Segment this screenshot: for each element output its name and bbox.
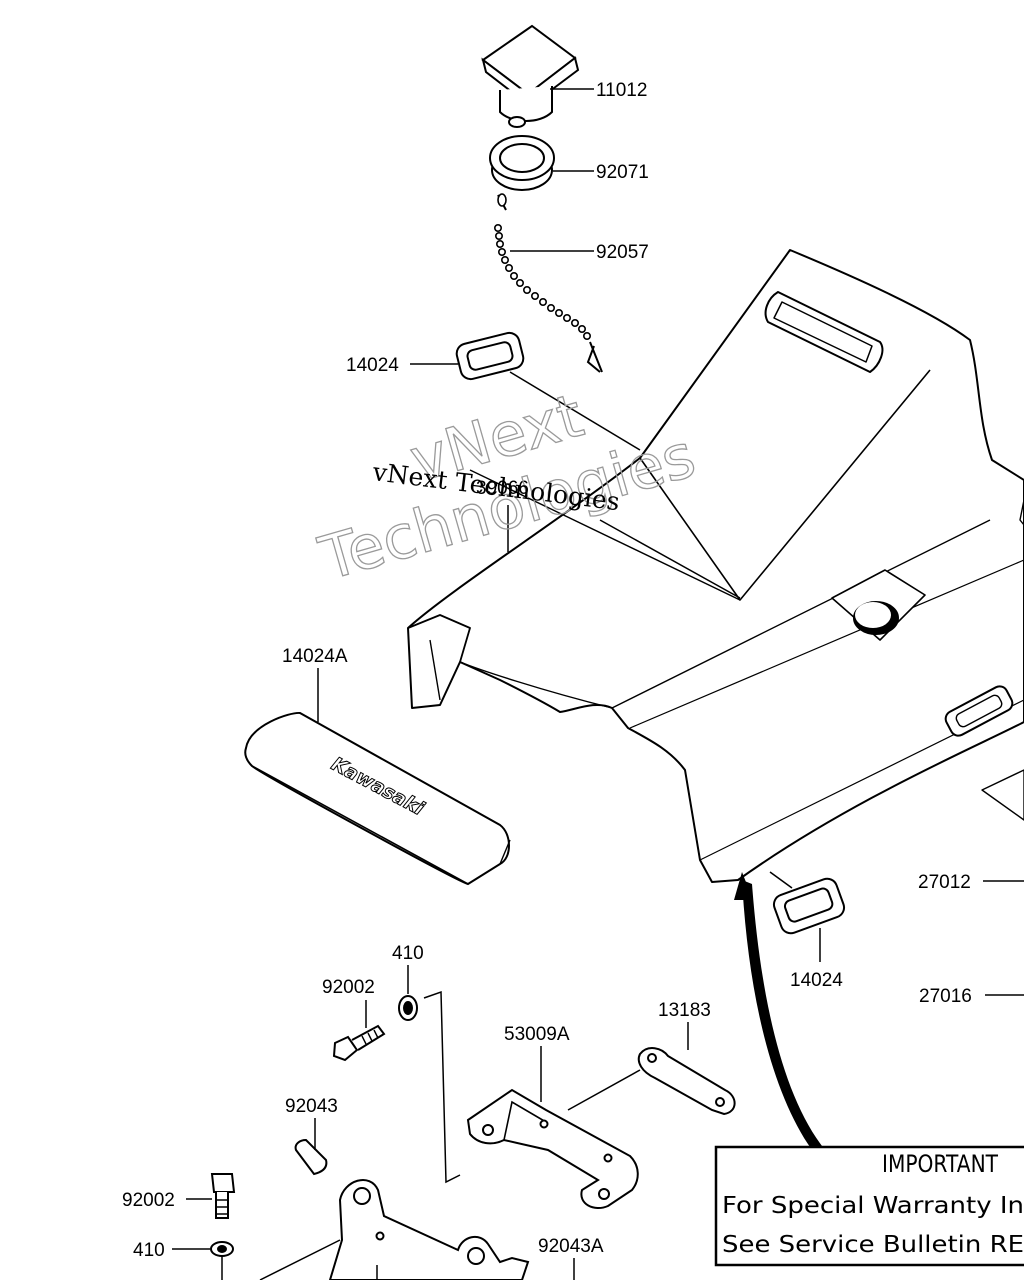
emblem-drawing xyxy=(244,711,511,886)
important-notice: IMPORTANT For Special Warranty In See Se… xyxy=(714,1145,1024,1267)
hardware-drawing xyxy=(210,995,418,1257)
part-labels: 11012 92071 92057 14024 39066 14024A 270… xyxy=(122,80,972,1261)
notice-line2: See Service Bulletin RE xyxy=(722,1232,1024,1258)
chain-drawing xyxy=(493,193,603,373)
label-53009a: 53009A xyxy=(504,1024,570,1045)
cover-side-slot xyxy=(944,685,1014,737)
notice-line1: For Special Warranty In xyxy=(722,1193,1024,1219)
label-92043a: 92043A xyxy=(538,1236,604,1257)
notice-title: IMPORTANT xyxy=(882,1150,998,1178)
leader-lines xyxy=(172,88,1024,1280)
seat-cover-drawing xyxy=(407,249,1024,883)
notice-arrow xyxy=(734,872,822,1150)
bracket-53009a-drawing xyxy=(466,1088,639,1209)
grommet-92071-drawing xyxy=(489,135,555,191)
label-92002-bottom: 92002 xyxy=(122,1190,175,1211)
label-27012: 27012 xyxy=(918,872,971,893)
label-92057: 92057 xyxy=(596,242,649,263)
label-92002-top: 92002 xyxy=(322,977,375,998)
cap-drawing xyxy=(481,24,580,128)
label-92071: 92071 xyxy=(596,162,649,183)
cover-slot xyxy=(764,291,884,373)
label-11012: 11012 xyxy=(596,80,647,101)
label-410-bottom: 410 xyxy=(133,1240,165,1261)
label-14024-bottom: 14024 xyxy=(790,970,843,991)
label-27016: 27016 xyxy=(919,986,972,1007)
label-92043: 92043 xyxy=(285,1096,338,1117)
label-13183: 13183 xyxy=(658,1000,711,1021)
grommet-14024-top-drawing xyxy=(455,331,525,381)
plate-13183-drawing xyxy=(637,1047,736,1116)
label-14024-top: 14024 xyxy=(346,355,399,376)
label-410-top: 410 xyxy=(392,943,424,964)
cover-recess xyxy=(831,569,926,641)
label-39066: 39066 xyxy=(476,478,529,499)
lower-bracket-drawing xyxy=(328,1179,530,1280)
grommet-14024-bottom-drawing xyxy=(772,877,846,935)
label-14024a: 14024A xyxy=(282,646,348,667)
